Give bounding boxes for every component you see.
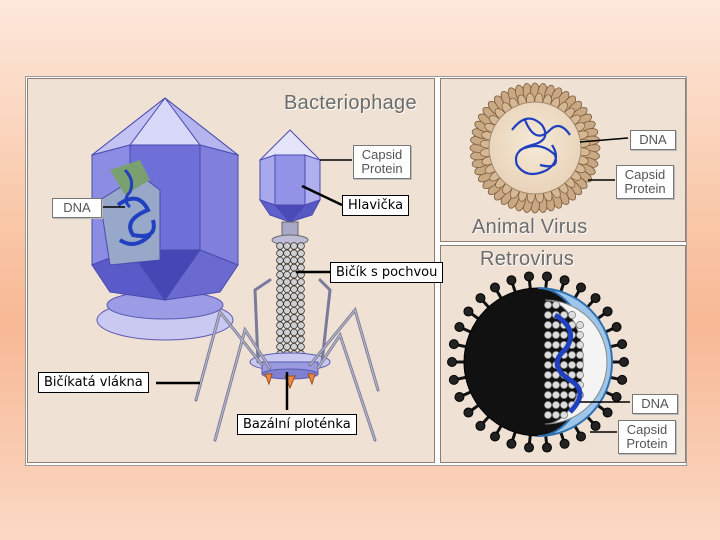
label-capsid-animal-line2: Protein — [624, 181, 666, 196]
title-bacteriophage: Bacteriophage — [284, 92, 417, 114]
label-capsid-bacteriophage: Capsid Protein — [353, 145, 411, 179]
title-animal-virus: Animal Virus — [472, 216, 588, 238]
label-dna-animal: DNA — [630, 130, 676, 150]
label-leaders — [102, 137, 630, 433]
label-capsid-retrovirus-line1: Capsid — [626, 422, 668, 437]
label-capsid-bacteriophage-line1: Capsid — [361, 147, 403, 162]
animal-virus — [469, 82, 601, 214]
label-dna-bacteriophage: DNA — [52, 198, 102, 218]
label-capsid-animal: Capsid Protein — [616, 165, 674, 199]
label-base-plate: Bazální ploténka — [237, 414, 357, 435]
tail-sheath — [276, 242, 305, 358]
label-capsid-animal-line1: Capsid — [624, 167, 666, 182]
retrovirus — [447, 271, 629, 453]
small-phage — [194, 129, 380, 442]
label-tail: Bičík s pochvou — [330, 262, 444, 283]
label-capsid-retrovirus: Capsid Protein — [618, 420, 676, 454]
label-capsid-retrovirus-line2: Protein — [626, 436, 668, 451]
label-tail-fibers: Bičíkatá vlákna — [38, 372, 149, 393]
label-capsid-bacteriophage-line2: Protein — [361, 161, 403, 176]
label-head: Hlavička — [342, 195, 410, 216]
connector-lines — [156, 184, 343, 410]
title-retrovirus: Retrovirus — [480, 248, 575, 270]
label-dna-retrovirus: DNA — [632, 394, 678, 414]
large-phage-head — [90, 97, 240, 341]
